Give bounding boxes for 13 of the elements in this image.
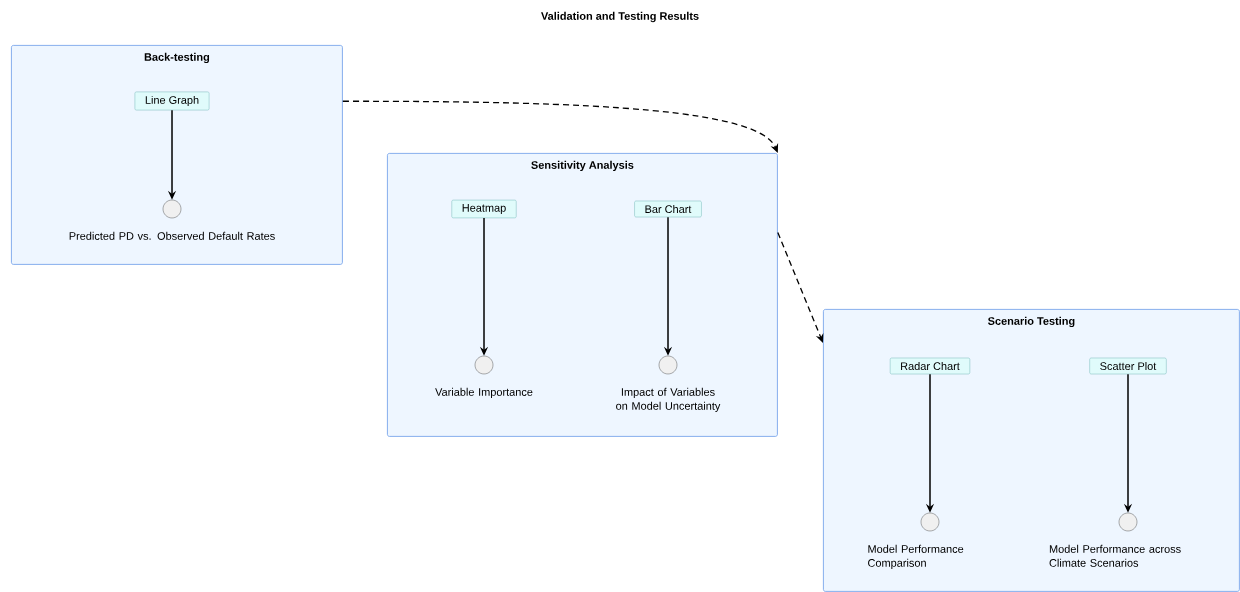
- dashed-arrow: [342, 100, 779, 153]
- output-label: Variable Importance: [435, 387, 533, 399]
- output-label: Model Performance Comparison: [868, 544, 964, 569]
- output-label: Impact of Variables on Model Uncertainty: [616, 387, 721, 412]
- title: Validation and Testing Results: [541, 11, 699, 23]
- chart-type-box: Heatmap: [451, 199, 517, 219]
- output-label: Predicted PD vs. Observed Default Rates: [69, 231, 275, 240]
- chart-type-box: Line Graph: [134, 91, 210, 111]
- chart-type-box: Scatter Plot: [1089, 357, 1167, 375]
- output-label: Model Performance across Climate Scenarios: [1049, 544, 1181, 567]
- chart-type-box: Bar Chart: [634, 200, 702, 218]
- dashed-arrow: [777, 231, 824, 343]
- chart-type-box: Radar Chart: [889, 357, 971, 375]
